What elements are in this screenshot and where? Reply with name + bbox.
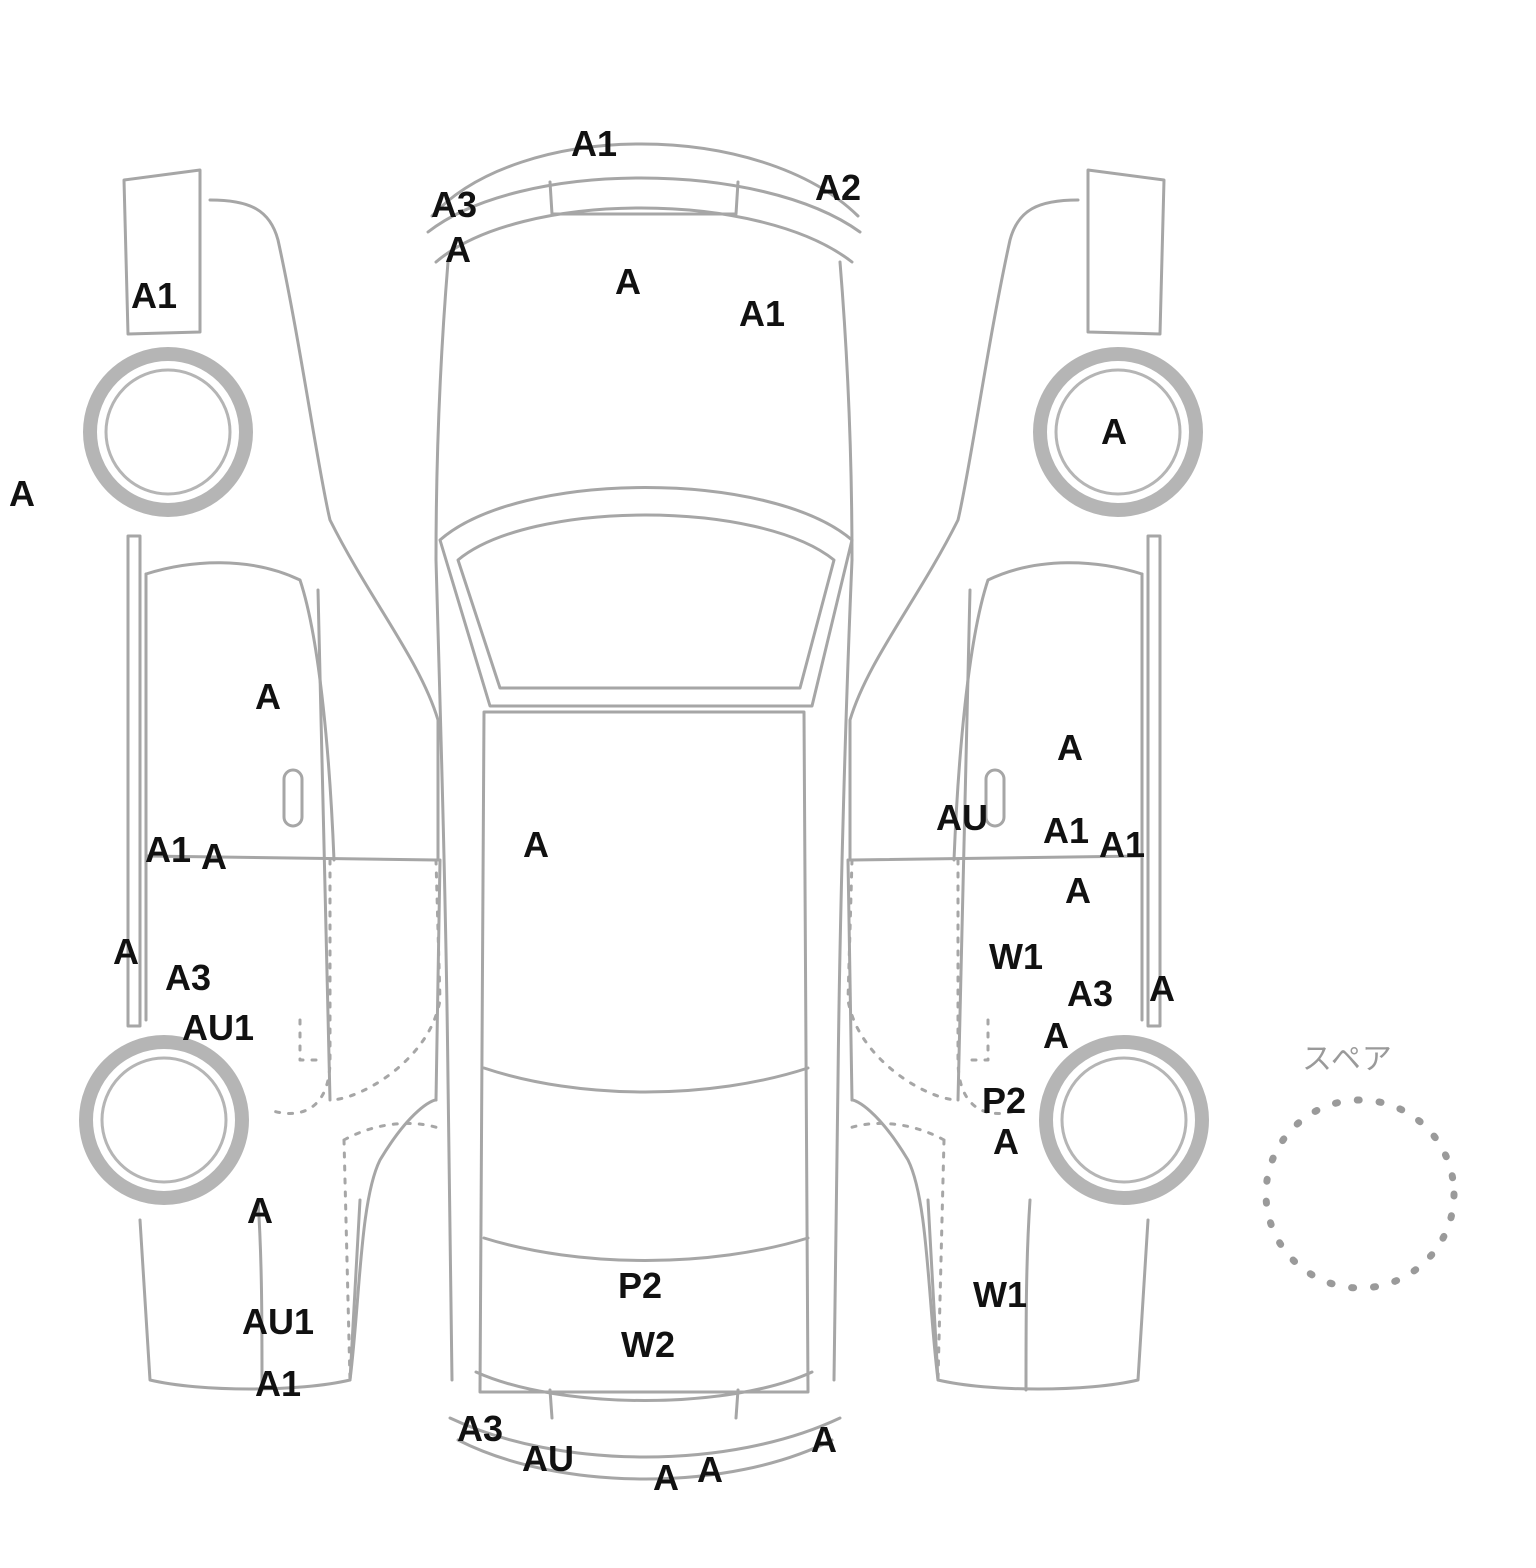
damage-code-rear-bumper-a3: A3 bbox=[456, 1408, 504, 1449]
damage-code-left-front-fender: A1 bbox=[130, 275, 178, 316]
damage-code-left-quarter-a1: A1 bbox=[254, 1363, 302, 1404]
damage-code-front-bumper-right: A2 bbox=[814, 167, 862, 208]
damage-code-trunk-p2: P2 bbox=[617, 1265, 663, 1306]
damage-code-front-bumper-top: A1 bbox=[570, 123, 618, 164]
right-rear-wheel-icon bbox=[1039, 1035, 1209, 1205]
damage-code-right-rear-p2: P2 bbox=[981, 1080, 1027, 1121]
spare-label: スペア bbox=[1302, 1042, 1393, 1077]
damage-code-rear-bumper-au: AU bbox=[522, 1438, 574, 1479]
damage-code-right-rear-door-a: A bbox=[1065, 870, 1091, 911]
damage-code-rear-bumper-a-2: A bbox=[697, 1449, 723, 1490]
top-view-car bbox=[426, 142, 862, 1481]
damage-code-hood-right: A1 bbox=[738, 293, 786, 334]
damage-code-right-rear-wheel-a: A bbox=[993, 1121, 1019, 1162]
damage-code-right-rear-a: A bbox=[1043, 1015, 1069, 1056]
damage-code-front-bumper-left: A3 bbox=[430, 184, 478, 225]
damage-code-left-sill-a: A bbox=[201, 836, 227, 877]
damage-code-right-pillar-au: AU bbox=[936, 797, 988, 838]
damage-code-right-sill-a1: A1 bbox=[1098, 824, 1146, 865]
damage-code-left-front-door: A bbox=[255, 676, 281, 717]
damage-code-right-sill-a: A bbox=[1149, 968, 1175, 1009]
damage-code-rear-bumper-right: A bbox=[811, 1419, 837, 1460]
left-rear-wheel-icon bbox=[79, 1035, 249, 1205]
damage-code-left-quarter-au1: AU1 bbox=[241, 1301, 315, 1342]
damage-code-roof-center: A bbox=[523, 824, 549, 865]
damage-code-right-quarter-w1: W1 bbox=[973, 1274, 1027, 1315]
damage-code-right-door-a1: A1 bbox=[1042, 810, 1090, 851]
damage-code-right-front-wheel: A bbox=[1101, 411, 1127, 452]
damage-code-hood-center: A bbox=[615, 261, 641, 302]
right-side-car bbox=[846, 168, 1166, 1392]
left-side-car bbox=[122, 168, 442, 1392]
damage-code-right-front-door-a: A bbox=[1057, 727, 1083, 768]
damage-code-front-bumper-left-2: A bbox=[445, 229, 471, 270]
damage-code-left-rear-a3: A3 bbox=[164, 957, 212, 998]
right-front-wheel-icon bbox=[1033, 347, 1203, 517]
left-front-wheel-icon bbox=[83, 347, 253, 517]
damage-code-left-rear-wheel-a: A bbox=[247, 1190, 273, 1231]
damage-code-right-rear-a3: A3 bbox=[1066, 973, 1114, 1014]
damage-code-rear-bumper-a-1: A bbox=[653, 1457, 679, 1498]
damage-code-right-rear-door-w1: W1 bbox=[989, 936, 1043, 977]
damage-code-left-sill-a1: A1 bbox=[144, 829, 192, 870]
spare-tire-icon bbox=[1262, 1096, 1458, 1292]
damage-code-trunk-w2: W2 bbox=[621, 1324, 675, 1365]
wheels bbox=[79, 347, 1209, 1205]
damage-code-left-rear-au1: AU1 bbox=[181, 1007, 255, 1048]
damage-code-left-rear-a: A bbox=[113, 931, 139, 972]
damage-code-left-outside: A bbox=[9, 473, 35, 514]
